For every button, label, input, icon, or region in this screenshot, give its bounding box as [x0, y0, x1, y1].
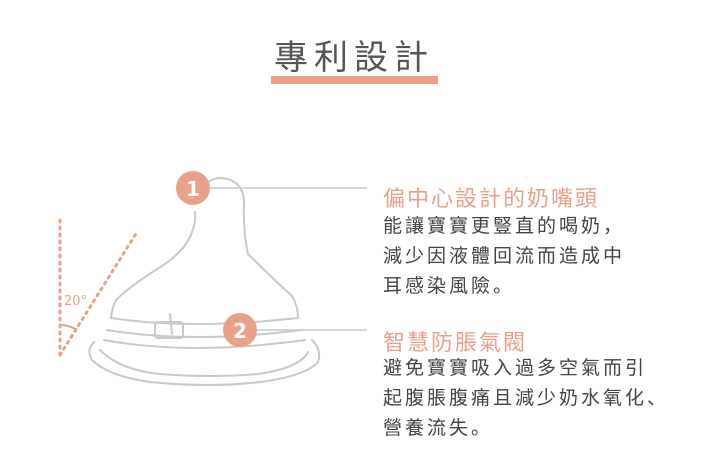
marker-2: 2: [223, 313, 257, 347]
angle-label: 20°: [64, 294, 87, 309]
feature-2-description: 避免寶寶吸入過多空氣而引 起腹脹腹痛且減少奶水氧化、 營養流失。: [383, 353, 669, 443]
title-underline: [271, 76, 438, 84]
feature-2-line: 起腹脹腹痛且減少奶水氧化、: [383, 387, 670, 409]
marker-1-number: 1: [186, 177, 200, 201]
nipple-outline: [88, 177, 321, 386]
feature-1-line: 能讓寶寶更豎直的喝奶，: [383, 215, 626, 237]
feature-2-heading: 智慧防脹氣閥: [383, 331, 528, 356]
angle-indicator: [58, 218, 139, 357]
feature-2-line: 避免寶寶吸入過多空氣而引: [383, 357, 648, 379]
feature-2-line: 營養流失。: [383, 417, 494, 439]
page-title: 專利設計: [274, 38, 434, 78]
feature-1-description: 能讓寶寶更豎直的喝奶， 減少因液體回流而造成中 耳感染風險。: [383, 211, 625, 301]
feature-1-line: 減少因液體回流而造成中: [383, 245, 626, 267]
feature-1-line: 耳感染風險。: [383, 275, 516, 297]
marker-2-number: 2: [233, 319, 247, 343]
feature-1-heading: 偏中心設計的奶嘴頭: [383, 187, 600, 212]
marker-1: 1: [176, 171, 210, 205]
